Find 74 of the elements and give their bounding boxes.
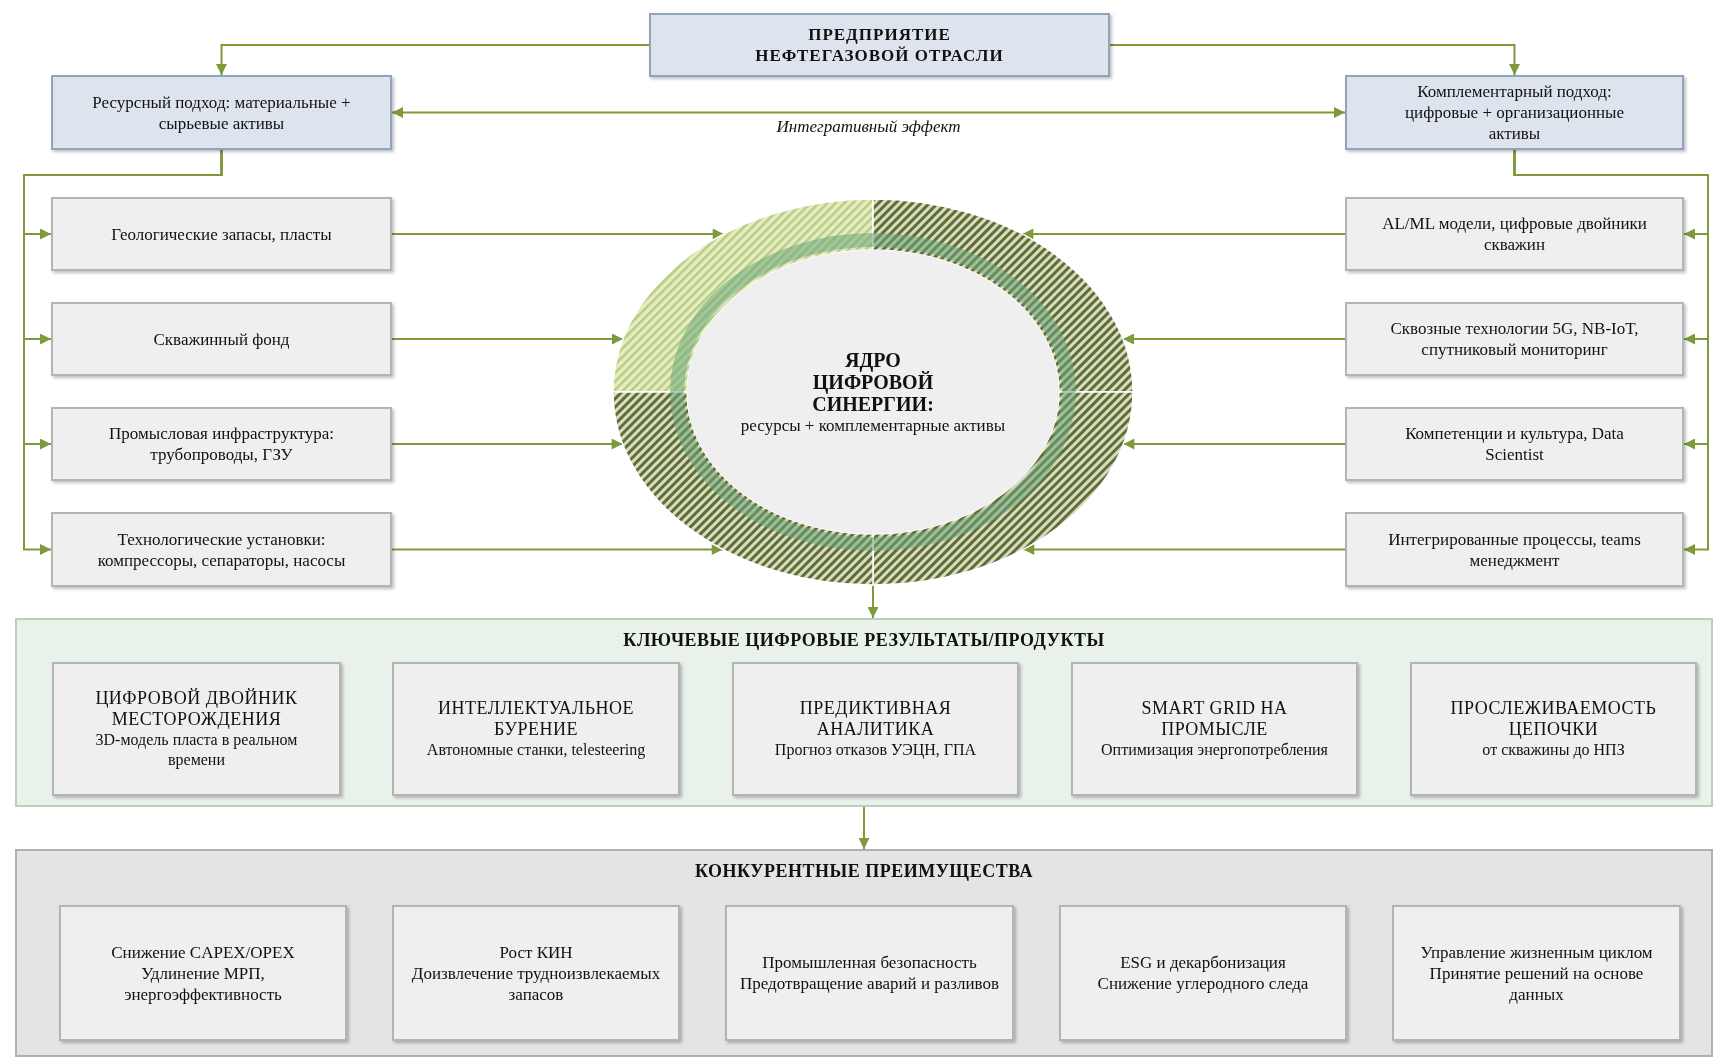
arrow	[1122, 333, 1346, 345]
arrow	[391, 228, 725, 240]
header-box	[649, 13, 1110, 77]
core-circle	[611, 197, 1135, 587]
arrow	[391, 544, 724, 555]
process-box	[51, 197, 392, 271]
arrow	[1513, 149, 1709, 555]
process-box	[1345, 512, 1684, 587]
arrow	[858, 806, 870, 850]
box-text: Снижение углеродного следа	[1097, 973, 1309, 994]
box-text: Оптимизация энергопотребления	[1101, 740, 1328, 760]
box-heading: ESG и декарбонизация	[1120, 952, 1286, 973]
box-text: Предотвращение аварий и разливов	[739, 973, 1000, 994]
process-box	[52, 662, 341, 796]
box-heading: SMART GRID НА ПРОМЫСЛЕ	[1140, 698, 1289, 740]
process-box	[392, 905, 680, 1041]
process-box	[1410, 662, 1697, 796]
process-box	[1345, 302, 1684, 376]
header-box	[51, 75, 392, 150]
box-text: Интегрированные процессы, teams менеджмент	[1387, 528, 1642, 571]
arrow	[1122, 438, 1346, 450]
process-box	[1059, 905, 1347, 1041]
arrow	[1109, 44, 1520, 76]
arrow	[1022, 544, 1346, 555]
box-text: Промысловая инфраструктура: трубопроводы, ГЗУ	[108, 423, 335, 465]
box-heading: Снижение CAPEX/OPEX	[111, 941, 295, 963]
process-box	[392, 662, 680, 796]
group-panel	[15, 849, 1713, 1057]
header-box	[1345, 75, 1684, 150]
arrow	[391, 333, 624, 345]
box-text: Прогноз отказов УЭЦН, ГПА	[774, 740, 977, 760]
box-text: от скважины до НПЗ	[1482, 740, 1625, 760]
group-panel	[15, 618, 1713, 807]
process-box	[732, 662, 1019, 796]
box-heading: Рост КИН	[499, 941, 573, 963]
group-title: КОНКУРЕНТНЫЕ ПРЕИМУЩЕСТВА	[694, 861, 1033, 882]
group-title: КЛЮЧЕВЫЕ ЦИФРОВЫЕ РЕЗУЛЬТАТЫ/ПРОДУКТЫ	[623, 630, 1105, 651]
box-text: Компетенции и культура, Data Scientist	[1404, 423, 1625, 465]
box-heading: ПРЕДИКТИВНАЯ АНАЛИТИКА	[798, 698, 953, 740]
box-text: Доизвлечение трудноизвлекаемых запасов	[410, 962, 662, 1005]
box-heading: Промышленная безопасность	[762, 952, 977, 973]
process-box	[1071, 662, 1358, 796]
arrow	[23, 149, 223, 555]
box-heading: ЦИФРОВОЙ ДВОЙНИК МЕСТОРОЖДЕНИЯ	[94, 688, 299, 730]
box-text: Технологические установки: компрессоры, сепараторы, насосы	[96, 528, 347, 571]
box-text: Сквозные технологии 5G, NB-IoT, спутниковый мониторинг	[1389, 318, 1640, 360]
process-box	[725, 905, 1014, 1041]
box-text: Автономные станки, telesteering	[426, 740, 646, 760]
box-text: AL/ML модели, цифровые двойники скважин	[1381, 213, 1648, 255]
arrow	[391, 438, 624, 450]
box-heading: ПРОСЛЕЖИВАЕМОСТЬ ЦЕПОЧКИ	[1449, 698, 1658, 740]
box-text: Комплементарный подход: цифровые + организационные активы	[1403, 81, 1626, 144]
box-text: Удлинение МРП, энергоэффективность	[123, 962, 283, 1005]
box-text: Геологические запасы, пласты	[111, 223, 332, 245]
box-text: Скважинный фонд	[153, 328, 290, 350]
process-box	[51, 407, 392, 481]
box-text: Ресурсный подход: материальные + сырьевые активы	[91, 91, 352, 134]
process-box	[1345, 407, 1684, 481]
box-heading: Управление жизненным циклом	[1420, 941, 1653, 963]
box-text: Принятие решений на основе данных	[1428, 962, 1645, 1005]
core-text: ресурсы + комплементарные активы	[740, 414, 1006, 436]
arrow	[391, 107, 1346, 118]
arrow	[216, 44, 650, 76]
process-box	[1345, 197, 1684, 271]
box-text: ПРЕДПРИЯТИЕ НЕФТЕГАЗОВОЙ ОТРАСЛИ	[754, 24, 1005, 66]
process-box	[1392, 905, 1681, 1041]
box-heading: ИНТЕЛЛЕКТУАЛЬНОЕ БУРЕНИЕ	[437, 698, 635, 740]
box-text: 3D-модель пласта в реальном времени	[94, 730, 299, 770]
process-box	[59, 905, 347, 1041]
process-box	[51, 302, 392, 376]
arrow	[867, 584, 879, 619]
process-box	[51, 512, 392, 587]
arrow	[1021, 228, 1346, 240]
core-title: ЯДРО ЦИФРОВОЙ СИНЕРГИИ:	[811, 348, 935, 415]
